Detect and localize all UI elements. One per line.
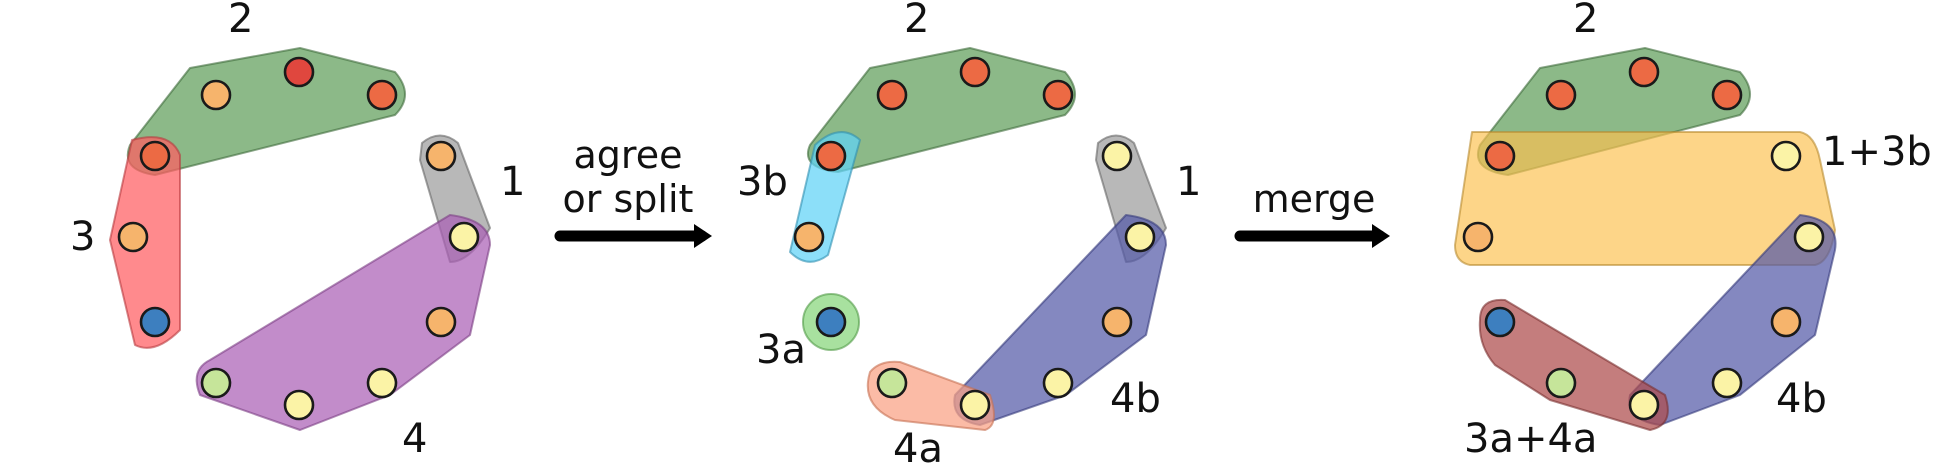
cluster-2-label: 2 <box>228 0 253 42</box>
panel-after-merge: 2 1+3b 4b 3a+4a <box>1454 0 1932 462</box>
node <box>1101 306 1133 338</box>
panel-after-agree-or-split: 2 1 3b 3a 4a 4b <box>737 0 1201 472</box>
arrow-agree-label: agree <box>574 133 683 177</box>
node <box>283 389 315 421</box>
node <box>959 389 991 421</box>
node <box>1793 221 1825 253</box>
cluster-2-label: 2 <box>1573 0 1598 42</box>
node <box>425 140 457 172</box>
node <box>1042 79 1074 111</box>
cluster-1-3b-label: 1+3b <box>1822 129 1932 175</box>
node <box>1628 56 1660 88</box>
node <box>1711 79 1743 111</box>
arrow-agree-or-split: agree or split <box>554 133 712 248</box>
node <box>117 221 149 253</box>
node <box>815 140 847 172</box>
cluster-2-label: 2 <box>904 0 929 42</box>
node <box>366 79 398 111</box>
cluster-3b-label: 3b <box>737 159 788 205</box>
node <box>815 306 847 338</box>
arrow-or-split-label: or split <box>563 177 694 221</box>
cluster-3a-4a-label: 3a+4a <box>1464 416 1597 462</box>
node <box>1462 221 1494 253</box>
node <box>139 140 171 172</box>
cluster-3a-4a-hull <box>1478 298 1669 431</box>
node <box>1484 306 1516 338</box>
cluster-4a-label: 4a <box>893 426 943 472</box>
node <box>1545 79 1577 111</box>
node <box>959 56 991 88</box>
panel-initial: 2 1 3 4 <box>70 0 525 462</box>
node <box>425 306 457 338</box>
cluster-4-hull <box>195 214 491 431</box>
arrow-agree-or-split-head <box>694 224 712 248</box>
arrow-merge-label: merge <box>1253 177 1376 221</box>
node <box>876 367 908 399</box>
node <box>139 306 171 338</box>
node <box>448 221 480 253</box>
node <box>1124 221 1156 253</box>
node <box>1770 140 1802 172</box>
node <box>1484 140 1516 172</box>
node <box>200 79 232 111</box>
node <box>283 56 315 88</box>
cluster-1-label: 1 <box>1176 159 1201 205</box>
node <box>366 367 398 399</box>
node <box>876 79 908 111</box>
cluster-3a-label: 3a <box>756 327 806 373</box>
node <box>1101 140 1133 172</box>
node <box>1711 367 1743 399</box>
cluster-1-label: 1 <box>500 159 525 205</box>
node <box>200 367 232 399</box>
node <box>1770 306 1802 338</box>
cluster-4-label: 4 <box>402 416 427 462</box>
arrow-merge: merge <box>1234 177 1390 248</box>
cluster-2-hull <box>807 47 1076 173</box>
node <box>1545 367 1577 399</box>
node <box>1628 389 1660 421</box>
cluster-3-label: 3 <box>70 214 95 260</box>
arrow-merge-head <box>1372 224 1390 248</box>
cluster-4b-label: 4b <box>1776 376 1827 422</box>
node <box>1042 367 1074 399</box>
cluster-4b-label: 4b <box>1110 376 1161 422</box>
node <box>793 221 825 253</box>
